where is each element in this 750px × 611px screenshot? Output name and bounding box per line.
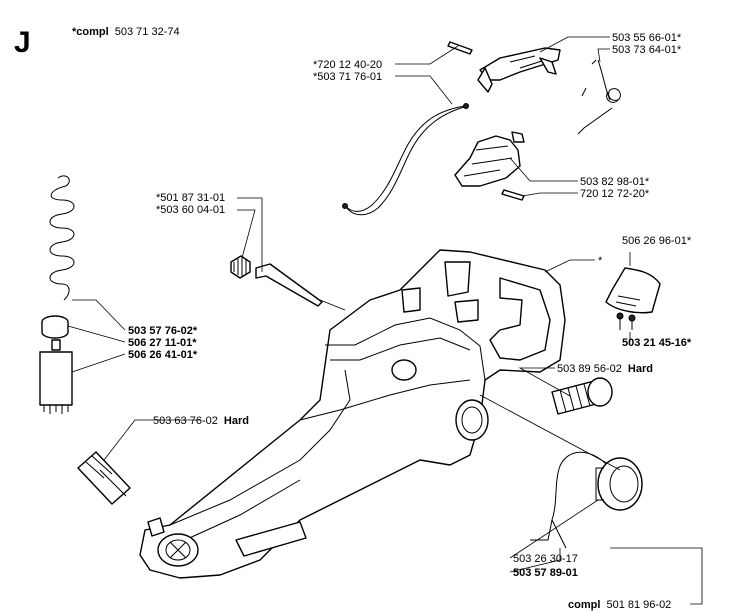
label-l15-number: 503 89 56-02	[557, 363, 622, 375]
label-l15-hard: Hard	[628, 363, 653, 375]
label-l7: *501 87 31-01	[156, 192, 225, 204]
assembly-header: *compl 503 71 32-74	[72, 26, 180, 38]
label-l17: 503 26 30-17	[513, 553, 578, 565]
handle-guard-part	[605, 267, 661, 314]
trigger-spring-part	[577, 59, 621, 135]
leader-lines	[67, 36, 703, 605]
label-l1: 503 55 66-01*	[612, 32, 682, 44]
fuel-filter-part	[39, 339, 73, 414]
section-letter: J	[14, 26, 31, 59]
label-l14: 503 21 45-16*	[622, 337, 692, 349]
damper-right-part	[551, 377, 613, 415]
pin-middle-part	[501, 189, 525, 201]
throttle-cable-part	[342, 103, 469, 216]
pin-top-part	[447, 41, 473, 55]
label-l4: *503 71 76-01	[313, 71, 382, 83]
label-l18: 503 57 89-01	[513, 567, 578, 579]
label-l19-number: 501 81 96-02	[606, 599, 671, 611]
grommet-part	[41, 315, 69, 339]
throttle-trigger-part	[477, 47, 561, 93]
label-l5: 503 82 98-01*	[580, 176, 650, 188]
cap-strap-part	[530, 451, 607, 549]
label-l12: 506 27 11-01*	[128, 337, 197, 349]
label-l2: 503 73 64-01*	[612, 44, 682, 56]
fuel-hose-spring-part	[49, 175, 75, 301]
choke-rod-part	[255, 263, 323, 307]
throttle-lockout-part	[454, 131, 525, 187]
label-l16-number: 503 63 76-02	[153, 415, 218, 427]
assembly-header-prefix: *compl	[72, 26, 109, 38]
damper-left-part	[77, 451, 131, 505]
label-l13: 506 26 41-01*	[128, 349, 198, 361]
label-l19-prefix: compl	[568, 599, 600, 611]
label-l6: 720 12 72-20*	[580, 188, 650, 200]
screws-part	[616, 312, 636, 330]
choke-knob-part	[230, 255, 251, 279]
label-l10: 506 26 96-01*	[622, 235, 692, 247]
label-l8: *503 60 04-01	[156, 204, 225, 216]
label-l19: compl 501 81 96-02	[568, 599, 671, 611]
label-l15: 503 89 56-02 Hard	[557, 363, 653, 375]
label-l11: 503 57 76-02*	[128, 325, 198, 337]
label-l16-hard: Hard	[224, 415, 249, 427]
assembly-header-number: 503 71 32-74	[115, 26, 180, 38]
fuel-cap-part	[595, 457, 643, 511]
label-l9: *	[598, 255, 603, 267]
fuel-tank-housing	[139, 249, 566, 579]
label-l3: *720 12 40-20	[313, 59, 382, 71]
label-l16: 503 63 76-02 Hard	[153, 415, 249, 427]
